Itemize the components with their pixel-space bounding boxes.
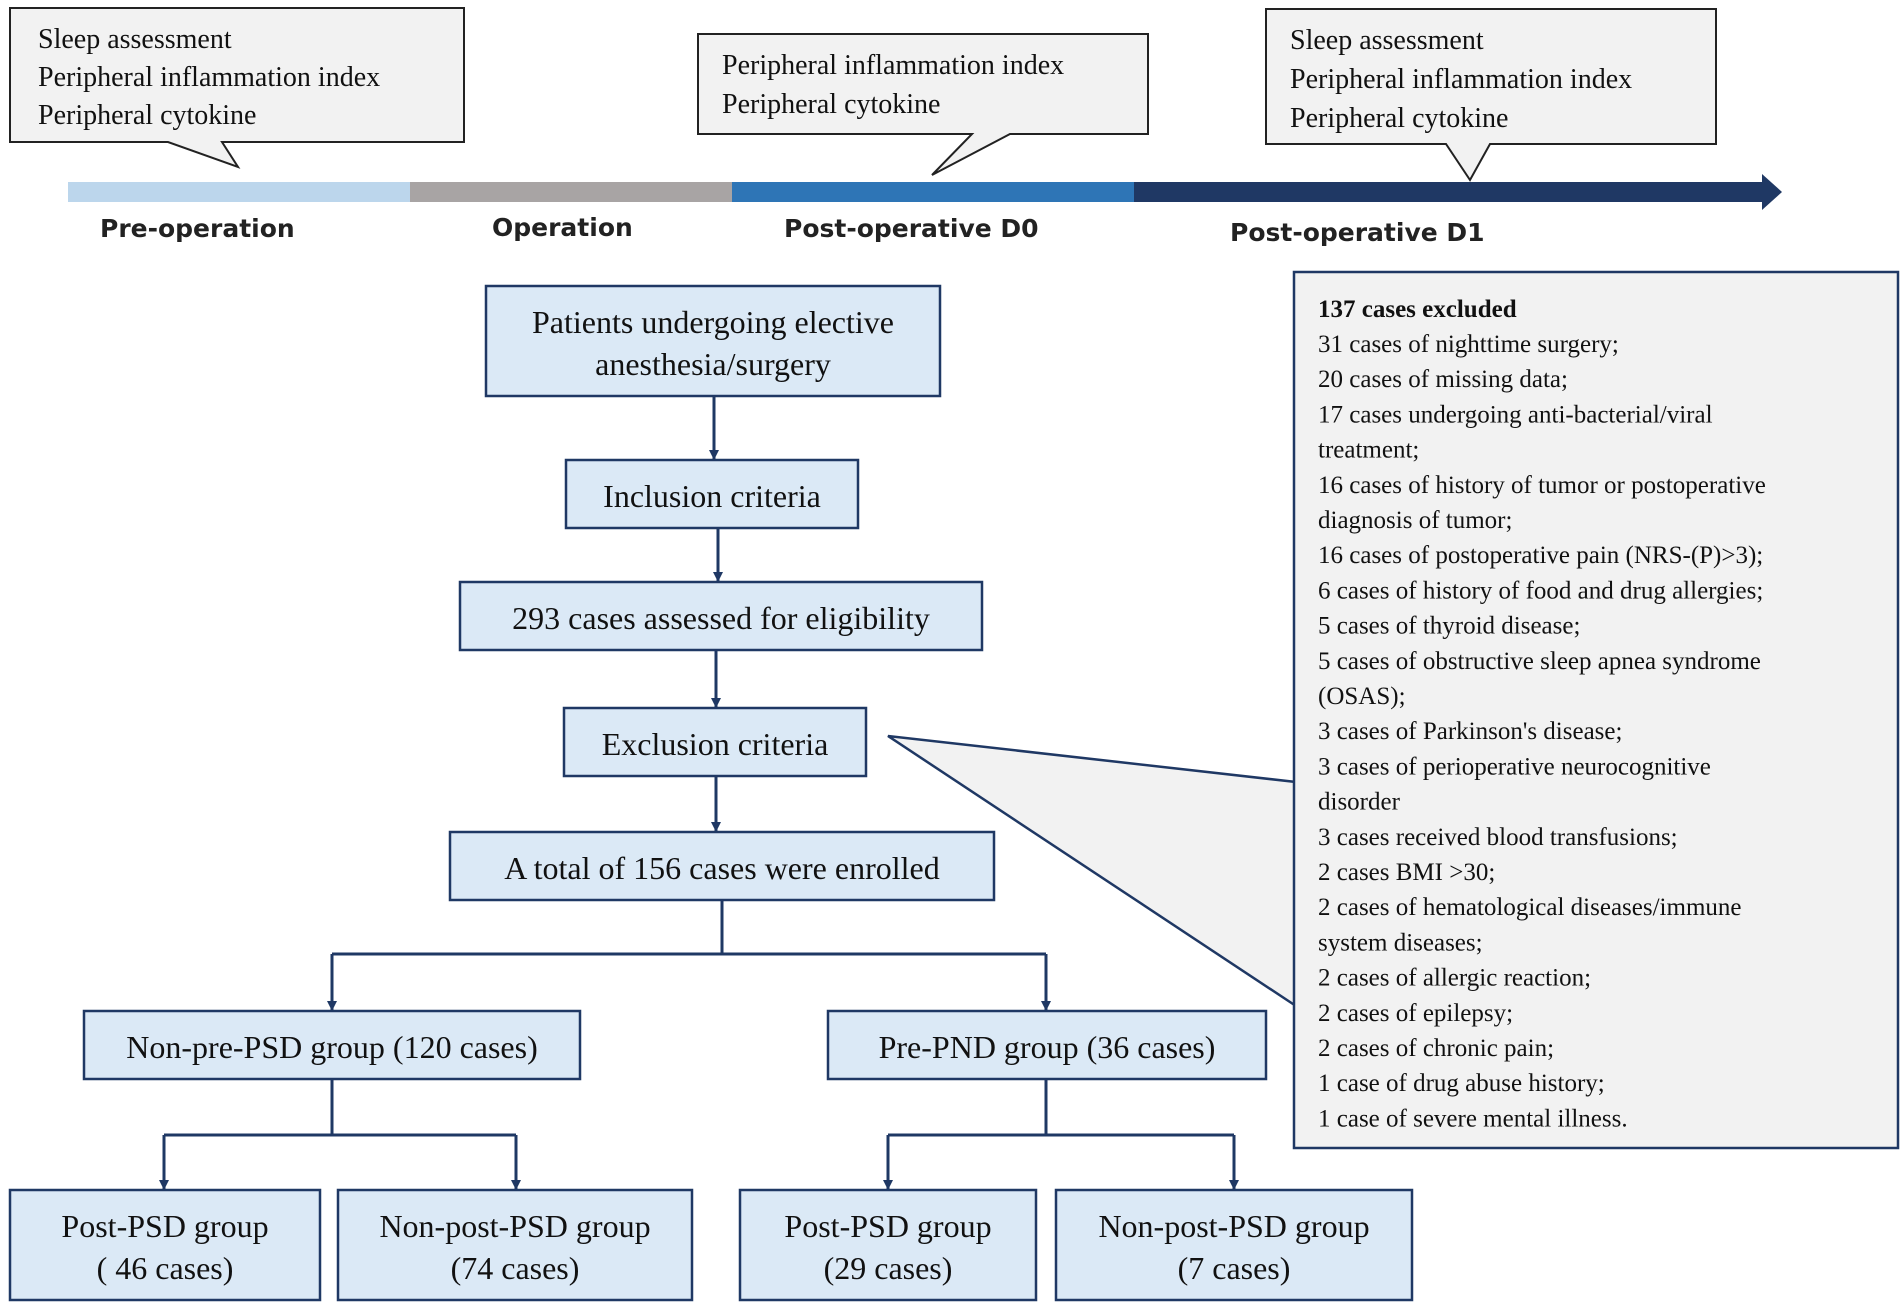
box-shape	[564, 458, 860, 530]
box-patients: Patients undergoing elective anesthesia/…	[484, 284, 942, 398]
callout-shape	[9, 7, 465, 169]
phase-label-post-operative-d0: Post-operative D0	[784, 214, 1039, 243]
box-text: (7 cases)	[1178, 1250, 1291, 1286]
callout-line: Peripheral inflammation index	[38, 62, 380, 93]
exclusion-item: 2 cases of chronic pain;	[1318, 1035, 1554, 1062]
exclusion-item: 1 case of drug abuse history;	[1318, 1070, 1605, 1097]
exclusion-item: 2 cases of allergic reaction;	[1318, 965, 1591, 992]
box-shape	[336, 1188, 694, 1302]
callout-line: Peripheral inflammation index	[1290, 64, 1632, 95]
phase-label-post-operative-d1: Post-operative D1	[1230, 218, 1485, 247]
box-text: anesthesia/surgery	[595, 346, 831, 382]
box-text: Patients undergoing elective	[532, 304, 894, 340]
box-text: ( 46 cases)	[97, 1250, 234, 1286]
exclusion-item: (OSAS);	[1318, 683, 1406, 710]
phase-bar-pre-operation	[68, 182, 410, 202]
box-shape	[458, 580, 984, 652]
box-text: Non-post-PSD group	[379, 1208, 650, 1244]
box-shape	[738, 1188, 1038, 1302]
box-exclusion-criteria: Exclusion criteria	[562, 706, 868, 778]
exclusion-item: 2 cases of hematological diseases/immune	[1318, 894, 1742, 921]
callout-pre-operation: Sleep assessment Peripheral inflammation…	[9, 7, 465, 169]
box-text: Non-post-PSD group	[1098, 1208, 1369, 1244]
callout-post-operative-d0: Peripheral inflammation index Peripheral…	[697, 33, 1149, 176]
box-text: (74 cases)	[451, 1250, 580, 1286]
box-text: Inclusion criteria	[603, 478, 821, 514]
box-shape	[484, 284, 942, 398]
callout-line: Sleep assessment	[38, 24, 232, 55]
exclusion-item: 16 cases of postoperative pain (NRS-(P)>…	[1318, 542, 1763, 569]
callout-line: Peripheral inflammation index	[722, 50, 1064, 81]
exclusion-item: 5 cases of thyroid disease;	[1318, 613, 1580, 640]
flow-connectors	[159, 396, 1239, 1190]
box-assessed-eligibility: 293 cases assessed for eligibility	[458, 580, 984, 652]
exclusion-item: 2 cases BMI >30;	[1318, 859, 1495, 886]
box-non-post-psd-group-right: Non-post-PSD group (7 cases)	[1054, 1188, 1414, 1302]
phase-bar-post-operative-d1	[1134, 182, 1764, 202]
callout-shape	[697, 33, 1149, 176]
exclusion-panel-title: 137 cases excluded	[1318, 296, 1517, 323]
exclusion-item: 3 cases of perioperative neurocognitive	[1318, 753, 1711, 780]
box-text: 293 cases assessed for eligibility	[512, 600, 930, 636]
callout-line: Peripheral cytokine	[722, 89, 940, 120]
box-text: Non-pre-PSD group (120 cases)	[126, 1029, 537, 1065]
callout-line: Peripheral cytokine	[38, 100, 256, 131]
box-inclusion-criteria: Inclusion criteria	[564, 458, 860, 530]
box-text: Post-PSD group	[784, 1208, 991, 1244]
exclusion-panel-box	[1292, 270, 1900, 1150]
callout-post-operative-d1: Sleep assessment Peripheral inflammation…	[1265, 8, 1717, 182]
exclusion-list: 31 cases of nighttime surgery; 20 cases o…	[1318, 331, 1766, 1132]
exclusion-panel: 137 cases excluded 31 cases of nighttime…	[1292, 270, 1900, 1150]
phase-label-operation: Operation	[492, 213, 633, 242]
exclusion-item: 17 cases undergoing anti-bacterial/viral	[1318, 401, 1713, 428]
box-shape	[1054, 1188, 1414, 1302]
exclusion-item: disorder	[1318, 789, 1401, 816]
exclusion-item: 2 cases of epilepsy;	[1318, 1000, 1513, 1027]
box-text: Exclusion criteria	[602, 726, 829, 762]
box-post-psd-group-right: Post-PSD group (29 cases)	[738, 1188, 1038, 1302]
exclusion-callout-pointer	[887, 734, 1297, 1008]
exclusion-item: 3 cases of Parkinson's disease;	[1318, 718, 1622, 745]
callout-line: Sleep assessment	[1290, 25, 1484, 56]
callout-shape	[1265, 8, 1717, 182]
timeline-arrowhead	[1762, 174, 1782, 210]
box-shape	[826, 1009, 1268, 1081]
exclusion-item: 16 cases of history of tumor or postoper…	[1318, 472, 1766, 499]
phase-bar-post-operative-d0	[732, 182, 1134, 202]
exclusion-item: 5 cases of obstructive sleep apnea syndr…	[1318, 648, 1761, 675]
box-text: (29 cases)	[824, 1250, 953, 1286]
box-text: A total of 156 cases were enrolled	[504, 850, 939, 886]
box-text: Pre-PND group (36 cases)	[879, 1029, 1216, 1065]
box-shape	[562, 706, 868, 778]
exclusion-item: 3 cases received blood transfusions;	[1318, 824, 1678, 851]
exclusion-item: 31 cases of nighttime surgery;	[1318, 331, 1619, 358]
box-text: Post-PSD group	[61, 1208, 268, 1244]
box-shape	[8, 1188, 322, 1302]
exclusion-item: system diseases;	[1318, 929, 1483, 956]
exclusion-item: 20 cases of missing data;	[1318, 366, 1568, 393]
exclusion-item: 6 cases of history of food and drug alle…	[1318, 577, 1763, 604]
phase-label-pre-operation: Pre-operation	[100, 214, 295, 243]
exclusion-item: 1 case of severe mental illness.	[1318, 1105, 1628, 1132]
phase-bar-operation	[410, 182, 732, 202]
timeline-bar	[68, 174, 1782, 210]
callout-line: Peripheral cytokine	[1290, 103, 1508, 134]
exclusion-item: treatment;	[1318, 437, 1419, 464]
box-non-post-psd-group-left: Non-post-PSD group (74 cases)	[336, 1188, 694, 1302]
box-post-psd-group-left: Post-PSD group ( 46 cases)	[8, 1188, 322, 1302]
box-enrolled: A total of 156 cases were enrolled	[448, 830, 996, 902]
exclusion-item: diagnosis of tumor;	[1318, 507, 1512, 534]
box-non-pre-psd-group: Non-pre-PSD group (120 cases)	[82, 1009, 582, 1081]
box-pre-pnd-group: Pre-PND group (36 cases)	[826, 1009, 1268, 1081]
